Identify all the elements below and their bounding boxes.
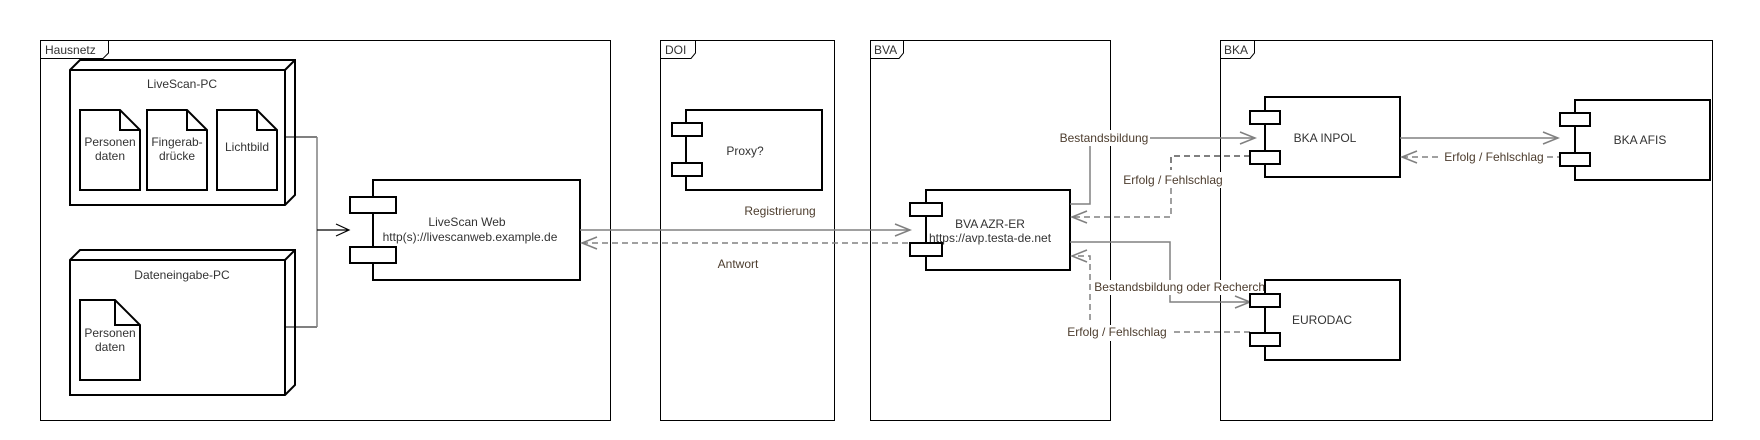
connector-pcs-to-livescan-web [285,136,351,328]
port-icon [1249,293,1281,308]
port-icon [909,202,943,217]
node-dateneingabe-pc-label: Dateneingabe-PC [134,268,230,282]
node-dateneingabe-pc[interactable]: Dateneingabe-PC Personen daten [69,249,296,396]
document-personendaten-line1: Personen [84,135,135,149]
component-eurodac-name: EURODAC [1292,313,1352,327]
component-livescan-web[interactable]: LiveScan Web http(s)://livescanweb.examp… [349,179,581,281]
port-icon [1249,150,1281,165]
component-proxy[interactable]: Proxy? [671,109,823,191]
document-personendaten[interactable]: Personen daten [79,109,141,191]
connector-erfolg-eurodac-label: Erfolg / Fehlschlag [1067,325,1166,339]
node-livescan-pc-label: LiveScan-PC [147,77,217,91]
component-livescan-web-name: LiveScan Web [428,215,505,229]
frame-bva-label: BVA [874,43,897,57]
port-icon [1559,152,1591,167]
document-personendaten-2[interactable]: Personen daten [79,299,141,381]
port-icon [671,162,703,177]
document-personendaten-line2: daten [95,149,125,163]
document-lichtbild[interactable]: Lichtbild [216,109,278,191]
connector-erfolg-afis: Erfolg / Fehlschlag [1399,150,1560,164]
frame-bka-label: BKA [1224,43,1248,57]
port-icon [349,246,397,264]
component-proxy-name: Proxy? [726,144,764,158]
connector-registrierung-label: Registrierung [744,204,815,218]
connector-erfolg-eurodac: Erfolg / Fehlschlag [1063,249,1250,341]
connector-bestandsbildung: Bestandsbildung [1060,130,1258,205]
component-bka-afis[interactable]: BKA AFIS [1559,99,1711,181]
connector-erfolg-inpol-label: Erfolg / Fehlschlag [1123,173,1222,187]
document-lichtbild-label: Lichtbild [225,140,269,154]
document-fingerabdruecke-line1: Fingerab- [151,135,202,149]
connector-inpol-afis [1400,131,1561,145]
frame-hausnetz-label: Hausnetz [45,43,96,57]
port-icon [1249,110,1281,125]
connector-bestandsbildung-recherche: Bestandsbildung oder Recherche [1070,241,1272,309]
connector-antwort: Antwort [579,236,910,271]
connector-antwort-label: Antwort [718,257,759,271]
port-icon [1559,112,1591,127]
connector-erfolg-afis-label: Erfolg / Fehlschlag [1444,150,1543,164]
component-livescan-web-url: http(s)://livescanweb.example.de [383,230,558,244]
component-bva-azr-er[interactable]: BVA AZR-ER https://avp.testa-de.net [909,189,1071,271]
connector-bestandsbildung-label: Bestandsbildung [1060,131,1149,145]
frame-doi-label: DOI [665,43,686,57]
document-personendaten-2-line1: Personen [84,326,135,340]
component-bka-afis-name: BKA AFIS [1614,133,1667,147]
component-bka-inpol-name: BKA INPOL [1294,131,1357,145]
document-fingerabdruecke[interactable]: Fingerab- drücke [146,109,208,191]
component-eurodac[interactable]: EURODAC [1249,279,1401,361]
port-icon [909,242,943,257]
port-icon [349,196,397,214]
document-fingerabdruecke-line2: drücke [159,149,195,163]
connector-bestandsbildung-recherche-label: Bestandsbildung oder Recherche [1094,280,1272,294]
component-bva-azr-er-url: https://avp.testa-de.net [929,231,1052,245]
port-icon [1249,332,1281,347]
component-bka-inpol[interactable]: BKA INPOL [1249,96,1401,178]
connector-erfolg-inpol: Erfolg / Fehlschlag [1069,155,1250,224]
document-personendaten-2-line2: daten [95,340,125,354]
frame-bka: BKA [1220,40,1713,421]
component-bva-azr-er-name: BVA AZR-ER [955,217,1025,231]
port-icon [671,122,703,137]
node-livescan-pc[interactable]: LiveScan-PC Personen daten Fingerab- drü… [69,59,296,206]
connector-registrierung: Registrierung [580,204,913,237]
